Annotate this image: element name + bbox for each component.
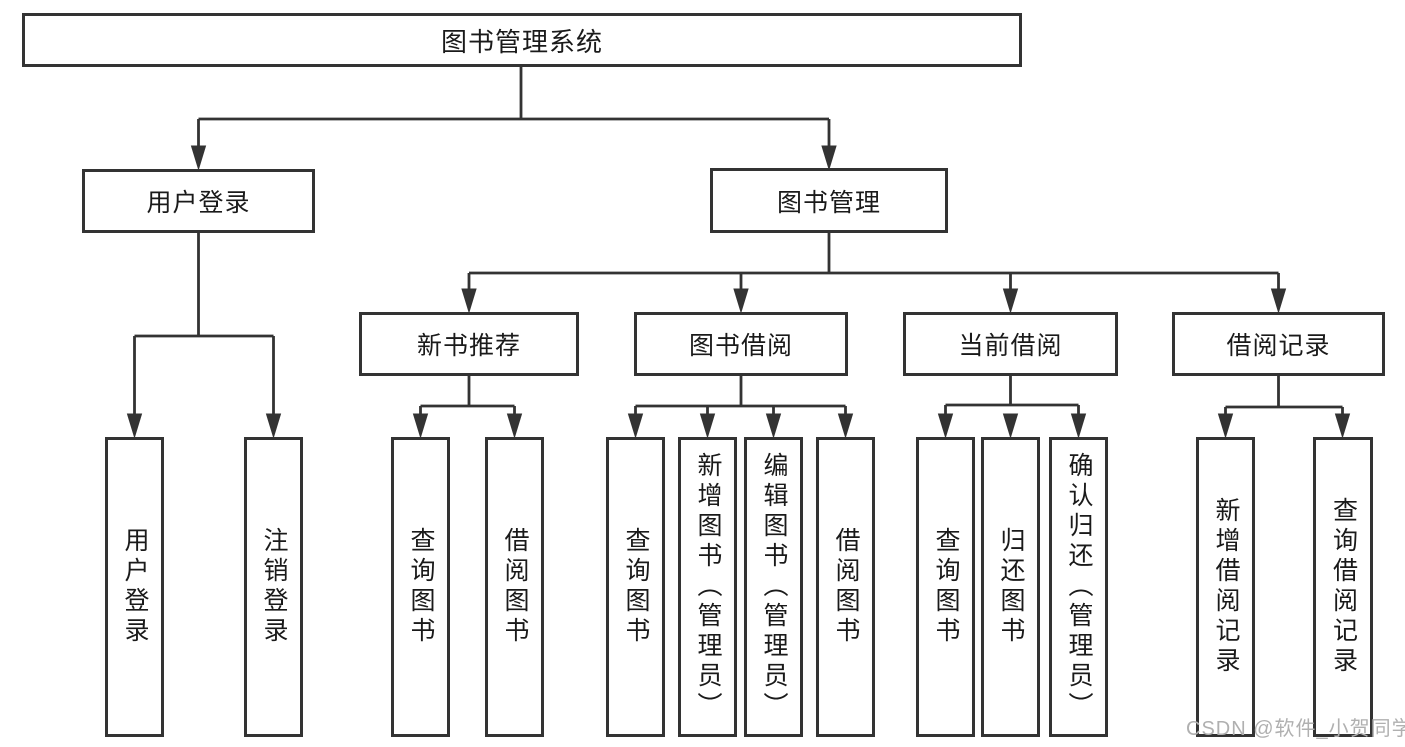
node-borrowing-records: 借阅记录 bbox=[1172, 312, 1385, 376]
leaf-borrow-books-borrowing: 借阅图书 bbox=[816, 437, 875, 737]
node-label: 当前借阅 bbox=[958, 332, 1063, 360]
node-label: 新增借阅记录 bbox=[1212, 497, 1240, 677]
node-label: 查询图书 bbox=[407, 527, 435, 647]
node-label: 借阅图书 bbox=[832, 527, 860, 647]
node-label: 用户登录 bbox=[146, 189, 251, 217]
node-label: 用户登录 bbox=[121, 527, 149, 647]
node-label: 查询图书 bbox=[932, 527, 960, 647]
node-book-borrowing: 图书借阅 bbox=[634, 312, 848, 376]
leaf-borrow-books-recommend: 借阅图书 bbox=[485, 437, 544, 737]
node-label: 编辑图书（管理员） bbox=[760, 452, 788, 722]
leaf-add-book-admin: 新增图书（管理员） bbox=[678, 437, 737, 737]
node-new-book-recommendation: 新书推荐 bbox=[359, 312, 579, 376]
csdn-watermark: CSDN @软件_小贺同学 bbox=[1186, 718, 1405, 740]
node-label: 查询图书 bbox=[622, 527, 650, 647]
leaf-add-borrow-record: 新增借阅记录 bbox=[1196, 437, 1255, 737]
node-label: 确认归还（管理员） bbox=[1065, 452, 1093, 722]
leaf-query-books-borrowing: 查询图书 bbox=[606, 437, 665, 737]
leaf-user-login: 用户登录 bbox=[105, 437, 164, 737]
leaf-logout: 注销登录 bbox=[244, 437, 303, 737]
node-current-borrowing: 当前借阅 bbox=[903, 312, 1118, 376]
node-label: 图书管理系统 bbox=[440, 26, 603, 57]
node-label: 新增图书（管理员） bbox=[694, 452, 722, 722]
leaf-edit-book-admin: 编辑图书（管理员） bbox=[744, 437, 803, 737]
leaf-query-borrow-record: 查询借阅记录 bbox=[1313, 437, 1373, 737]
node-label: 归还图书 bbox=[997, 527, 1025, 647]
node-label: 查询借阅记录 bbox=[1329, 497, 1358, 677]
node-library-management-system: 图书管理系统 bbox=[22, 13, 1022, 67]
node-label: 图书借阅 bbox=[688, 332, 793, 360]
node-label: 借阅记录 bbox=[1226, 332, 1331, 360]
node-label: 借阅图书 bbox=[501, 527, 529, 647]
node-label: 注销登录 bbox=[260, 527, 288, 647]
node-label: 图书管理 bbox=[776, 188, 881, 217]
leaf-query-books-current: 查询图书 bbox=[916, 437, 975, 737]
leaf-return-books: 归还图书 bbox=[981, 437, 1040, 737]
node-book-management: 图书管理 bbox=[710, 168, 948, 233]
node-user-login: 用户登录 bbox=[82, 169, 315, 233]
leaf-query-books-recommend: 查询图书 bbox=[391, 437, 450, 737]
node-label: 新书推荐 bbox=[416, 332, 521, 360]
leaf-confirm-return-admin: 确认归还（管理员） bbox=[1049, 437, 1108, 737]
